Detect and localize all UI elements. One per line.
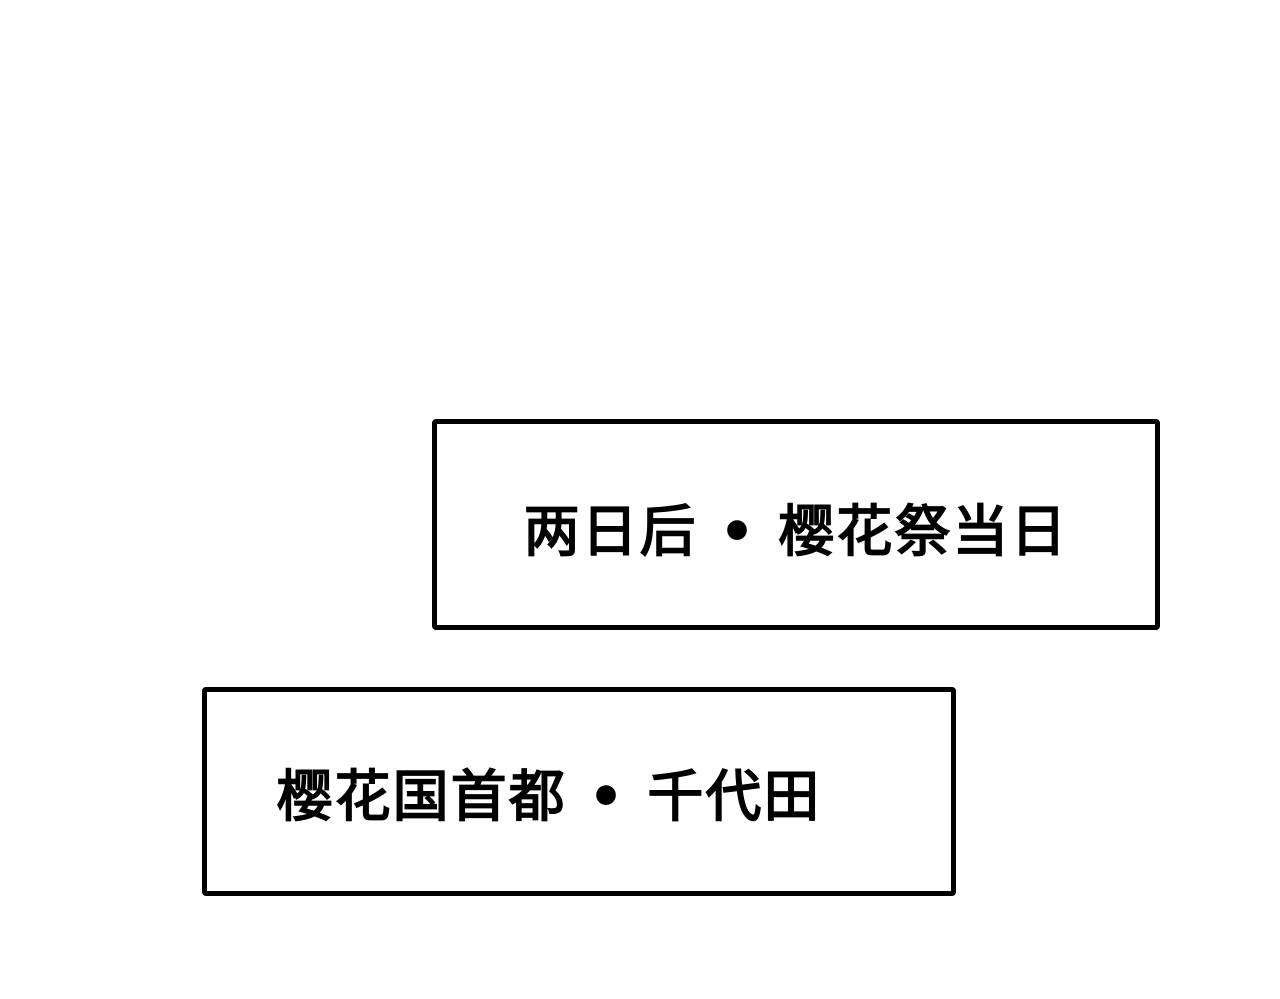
caption-box-time: 两日后 • 樱花祭当日 [432, 419, 1160, 630]
caption-place-text: 樱花国首都 • 千代田 [276, 764, 822, 830]
caption-box-place: 樱花国首都 • 千代田 [202, 687, 956, 896]
caption-time-text: 两日后 • 樱花祭当日 [523, 499, 1069, 565]
